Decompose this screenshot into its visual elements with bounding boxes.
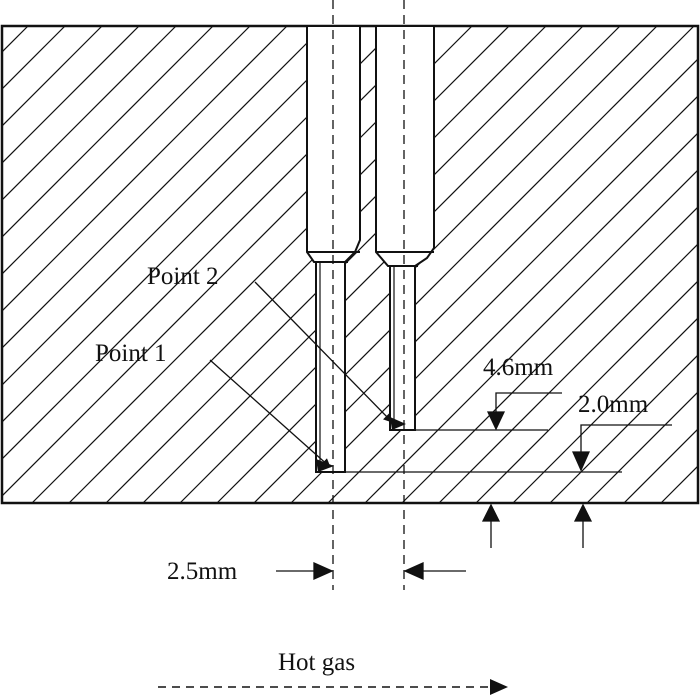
- dim-2-0-arrow-bottom: [573, 503, 593, 522]
- hatch-line: [290, 95, 698, 503]
- hatch-line: [660, 465, 698, 503]
- dimension-2-5mm: [276, 561, 466, 581]
- hot-gas-arrow: [158, 679, 508, 695]
- point-2-marker: [390, 417, 406, 430]
- dimension-4-6mm-label: 4.6mm: [483, 354, 554, 381]
- dim-2-5-right-arrow: [403, 561, 424, 581]
- hot-gas-arrow-head: [490, 679, 508, 695]
- dim-4-6-leader: [495, 392, 562, 428]
- point-2-leader: [254, 281, 393, 423]
- dimension-4-6mm: [481, 392, 562, 548]
- hatch-line: [2, 26, 362, 386]
- hatch-line: [142, 26, 621, 503]
- point-1-leader: [209, 359, 331, 468]
- hatch-line: [31, 26, 510, 503]
- hatch-line: [549, 354, 698, 503]
- hatch-line: [68, 26, 547, 503]
- hatch-line: [475, 280, 698, 503]
- hatch-line: [2, 26, 66, 90]
- extension-lines: [345, 429, 622, 473]
- dimension-2-0mm-label: 2.0mm: [578, 391, 649, 418]
- dim-2-0-arrow-top: [571, 451, 591, 472]
- hatch-line: [2, 26, 288, 312]
- point-1-label: Point 1: [95, 340, 167, 367]
- centerlines: [332, 0, 405, 590]
- dim-2-5-left-arrow: [313, 561, 334, 581]
- hatch-line: [438, 243, 698, 503]
- dimension-2-0mm: [571, 424, 672, 548]
- hatch-line: [2, 26, 177, 201]
- hatch-line: [2, 26, 140, 164]
- hatch-line: [2, 26, 29, 53]
- leaders: [209, 281, 393, 468]
- hatch-line: [512, 317, 698, 503]
- dim-4-6-arrow-top: [486, 411, 506, 431]
- hatch-line: [216, 26, 695, 503]
- hatch-line: [623, 428, 698, 503]
- hatch-line: [2, 26, 251, 275]
- dimension-2-5mm-label: 2.5mm: [167, 558, 238, 585]
- dim-4-6-arrow-bottom: [481, 503, 501, 522]
- hot-gas-label: Hot gas: [278, 649, 355, 676]
- hatch-line: [2, 26, 214, 238]
- hatch-line: [2, 26, 325, 349]
- hatch-line: [2, 26, 103, 127]
- hatch-line: [364, 169, 698, 503]
- hatch-line: [401, 206, 698, 503]
- hatch-line: [586, 391, 698, 503]
- point-2-label: Point 2: [147, 263, 219, 290]
